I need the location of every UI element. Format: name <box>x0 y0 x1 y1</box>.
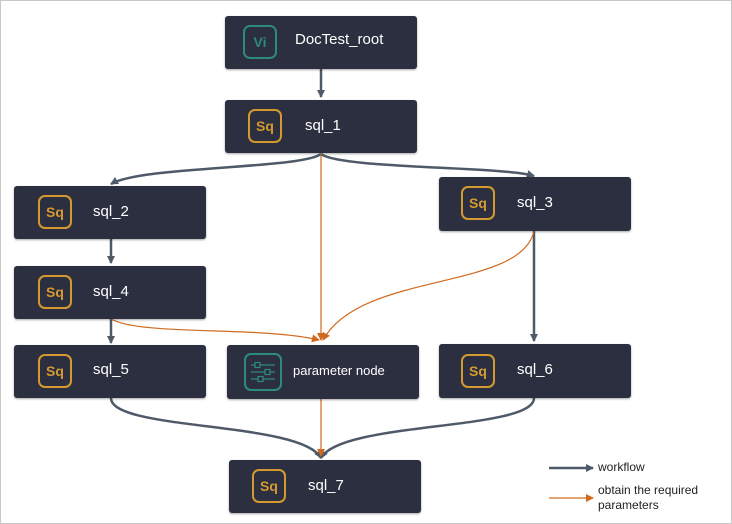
node-parameter[interactable]: parameter node <box>227 345 419 399</box>
param-edge-sql4-param <box>110 318 320 343</box>
node-sql-2[interactable]: Sq sql_2 <box>14 186 206 239</box>
node-doctest-root[interactable]: Vi DocTest_root <box>225 16 417 69</box>
node-sql-7[interactable]: Sq sql_7 <box>229 460 421 513</box>
sql-icon: Sq <box>461 354 495 388</box>
sql-icon: Sq <box>461 186 495 220</box>
legend-param-label: obtain the required parameters <box>598 483 699 512</box>
node-sql-3[interactable]: Sq sql_3 <box>439 177 631 231</box>
node-sql-5[interactable]: Sq sql_5 <box>14 345 206 398</box>
node-sql-1[interactable]: Sq sql_1 <box>225 100 417 153</box>
node-sql-4[interactable]: Sq sql_4 <box>14 266 206 319</box>
edge-sql1-sql2 <box>110 152 322 186</box>
edge-sql1-sql3 <box>320 152 535 178</box>
sql-icon: Sq <box>38 195 72 229</box>
edge-sql5-sql7 <box>109 397 323 459</box>
node-label: sql_7 <box>308 477 344 494</box>
node-label: sql_2 <box>93 203 129 220</box>
node-label: sql_3 <box>517 194 553 211</box>
node-label: sql_5 <box>93 361 129 378</box>
sql-icon: Sq <box>38 275 72 309</box>
legend-workflow-label: workflow <box>598 460 645 474</box>
node-label: parameter node <box>293 363 385 378</box>
param-edge-sql3-param <box>322 230 535 341</box>
node-label: sql_4 <box>93 283 129 300</box>
node-label: DocTest_root <box>295 31 384 48</box>
sliders-icon <box>251 361 275 383</box>
node-label: sql_6 <box>517 361 553 378</box>
parameter-node-icon <box>244 353 282 391</box>
node-label: sql_1 <box>305 117 341 134</box>
sql-icon: Sq <box>38 354 72 388</box>
sql-icon: Sq <box>248 109 282 143</box>
sql-icon: Sq <box>252 469 286 503</box>
view-node-icon: Vi <box>243 25 277 59</box>
node-sql-6[interactable]: Sq sql_6 <box>439 344 631 398</box>
edge-sql6-sql7 <box>319 397 536 459</box>
